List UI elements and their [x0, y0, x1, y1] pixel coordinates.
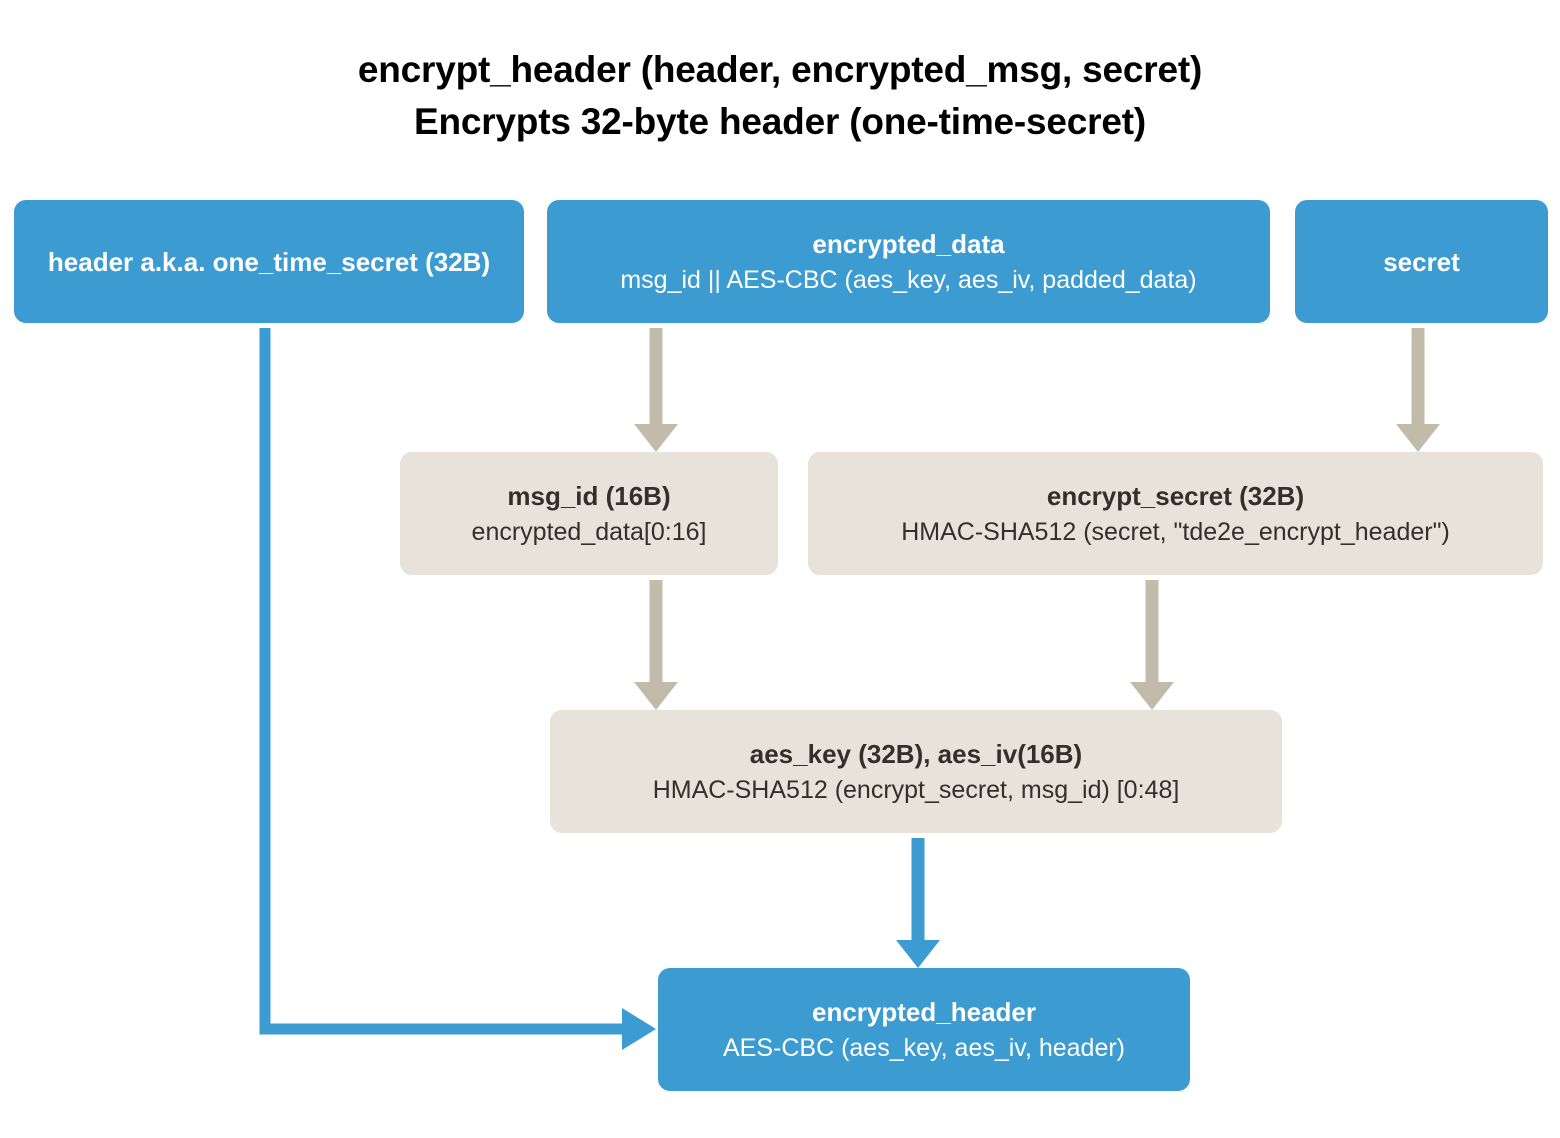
edge-msg-id-to-aes-key — [634, 580, 678, 710]
edge-aes-key-to-encrypted-header — [896, 838, 940, 968]
diagram-title: encrypt_header (header, encrypted_msg, s… — [0, 44, 1560, 148]
node-encrypted-header-title: encrypted_header — [812, 996, 1036, 1027]
node-secret[interactable]: secret — [1295, 200, 1548, 323]
node-encrypted-data[interactable]: encrypted_data msg_id || AES-CBC (aes_ke… — [547, 200, 1270, 323]
node-msg-id-subtitle: encrypted_data[0:16] — [471, 517, 707, 546]
node-header-one-time-secret[interactable]: header a.k.a. one_time_secret (32B) — [14, 200, 524, 323]
edge-encrypt-secret-to-aes-key — [1130, 580, 1174, 710]
node-encrypted-data-subtitle: msg_id || AES-CBC (aes_key, aes_iv, padd… — [620, 265, 1197, 294]
edge-secret-to-encrypt-secret — [1396, 328, 1440, 452]
node-header-title: header a.k.a. one_time_secret (32B) — [47, 246, 491, 277]
edge-encrypted-data-to-msg-id — [634, 328, 678, 452]
node-encrypt-secret-subtitle: HMAC-SHA512 (secret, "tde2e_encrypt_head… — [901, 517, 1450, 546]
node-encrypted-header[interactable]: encrypted_header AES-CBC (aes_key, aes_i… — [658, 968, 1190, 1091]
node-aes-key-title: aes_key (32B), aes_iv(16B) — [749, 738, 1083, 769]
node-encrypt-secret-title: encrypt_secret (32B) — [1046, 480, 1305, 511]
title-line-1: encrypt_header (header, encrypted_msg, s… — [357, 49, 1203, 90]
title-line-2: Encrypts 32-byte header (one-time-secret… — [413, 101, 1147, 142]
node-encrypted-data-title: encrypted_data — [812, 228, 1005, 259]
edge-header-to-encrypted-header — [259, 328, 656, 1050]
node-secret-title: secret — [1383, 247, 1460, 277]
node-aes-key-subtitle: HMAC-SHA512 (encrypt_secret, msg_id) [0:… — [652, 775, 1180, 804]
node-msg-id-title: msg_id (16B) — [507, 480, 671, 511]
node-encrypted-header-subtitle: AES-CBC (aes_key, aes_iv, header) — [722, 1033, 1126, 1062]
node-encrypt-secret[interactable]: encrypt_secret (32B) HMAC-SHA512 (secret… — [808, 452, 1543, 575]
node-msg-id[interactable]: msg_id (16B) encrypted_data[0:16] — [400, 452, 778, 575]
node-aes-key[interactable]: aes_key (32B), aes_iv(16B) HMAC-SHA512 (… — [550, 710, 1282, 833]
